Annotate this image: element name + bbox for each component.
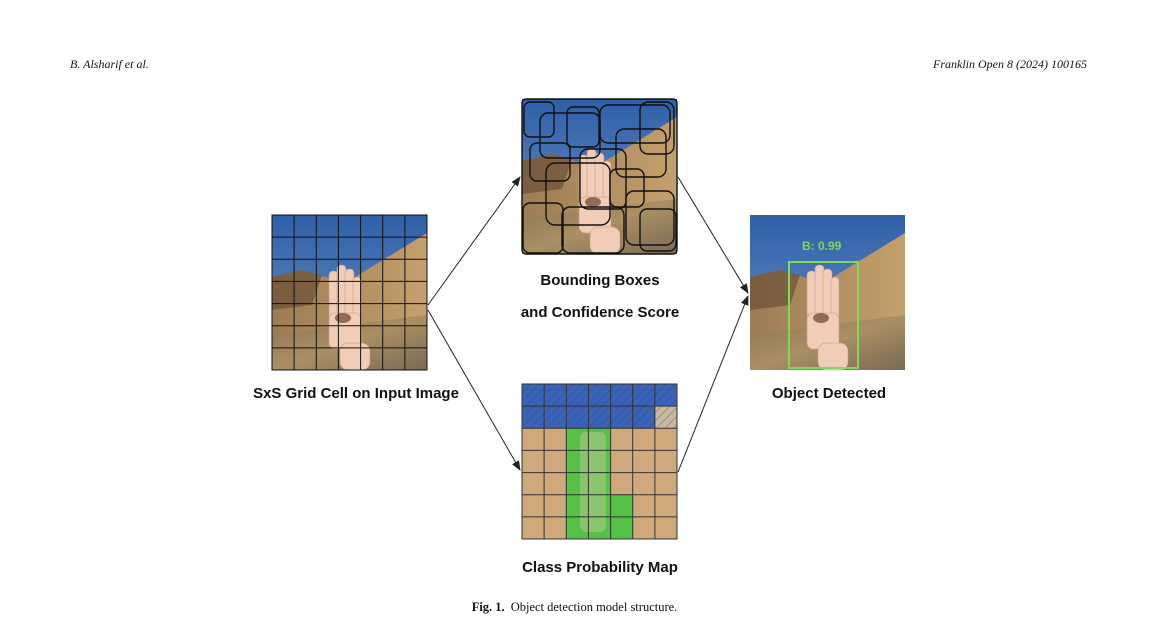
class-probability-map	[521, 383, 678, 540]
detection-box	[788, 261, 859, 369]
input-image-grid	[271, 214, 428, 371]
running-header-journal: Franklin Open 8 (2024) 100165	[933, 57, 1087, 71]
figure-number: Fig. 1.	[471, 600, 505, 614]
bounding-boxes-image	[521, 98, 678, 255]
figure-caption: Fig. 1. Object detection model structure.	[0, 600, 1149, 615]
bbox-label-line1: Bounding Boxes	[540, 272, 660, 289]
output-label: Object Detected	[771, 385, 887, 402]
probmap-label: Class Probability Map	[522, 559, 678, 576]
input-label: SxS Grid Cell on Input Image	[253, 385, 459, 402]
flow-arrows	[427, 176, 749, 473]
running-header-authors: B. Alsharif et al.	[70, 57, 149, 71]
caption-text: Object detection model structure.	[510, 600, 678, 614]
detected-output-image: B: 0.99	[749, 214, 906, 371]
bbox-label-line2: and Confidence Score	[520, 304, 680, 321]
detection-score: B: 0.99	[802, 239, 842, 253]
